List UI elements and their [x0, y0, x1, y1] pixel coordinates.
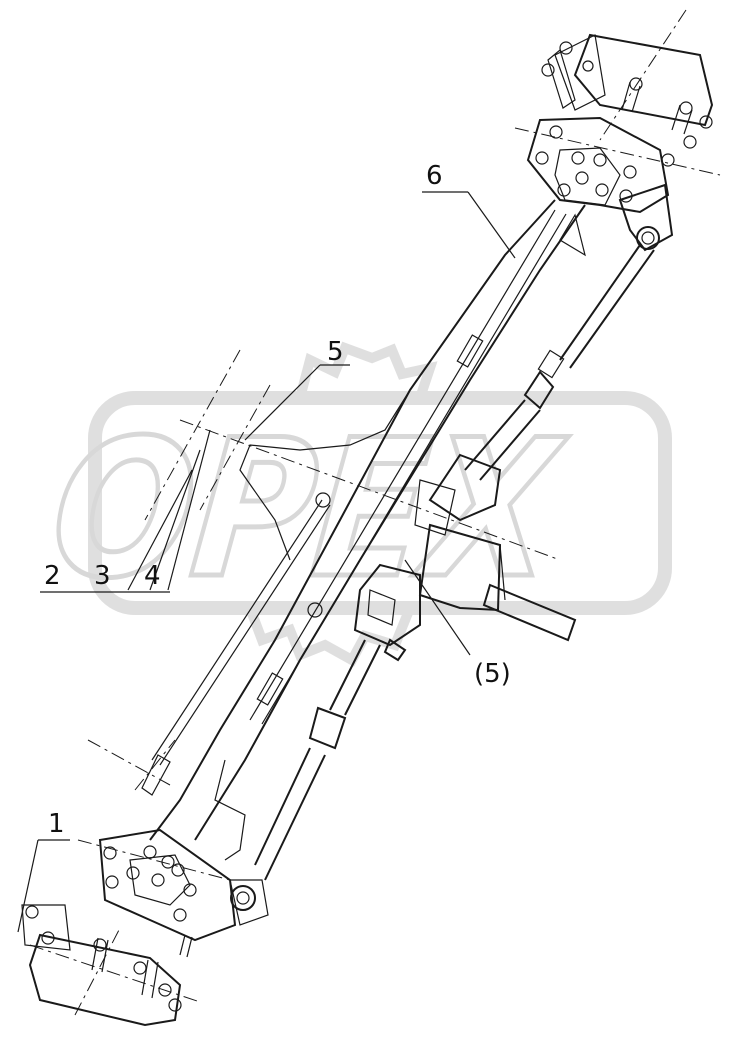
- callout-labels: 6 5 2 3 4 (5) 1: [44, 161, 511, 839]
- callout-1: 1: [48, 809, 65, 839]
- watermark: OPEX: [40, 341, 672, 667]
- callout-5-paren: (5): [474, 659, 511, 689]
- callout-5: 5: [327, 337, 344, 367]
- callout-2: 2: [44, 561, 61, 591]
- centerlines: [29, 9, 721, 1016]
- steering-cylinder: [254, 453, 577, 881]
- callout-3: 3: [94, 561, 111, 591]
- upper-wheel-hub: [541, 33, 714, 167]
- leader-lines: [17, 191, 516, 933]
- upper-steering-knuckle: [526, 116, 674, 252]
- callout-4: 4: [144, 561, 161, 591]
- drag-link: [141, 209, 567, 796]
- lower-steering-knuckle: [98, 828, 269, 942]
- callout-6: 6: [426, 161, 443, 191]
- tie-rod: [464, 244, 655, 481]
- axle-beam: [149, 199, 586, 861]
- lower-wheel-hub: [21, 904, 193, 1027]
